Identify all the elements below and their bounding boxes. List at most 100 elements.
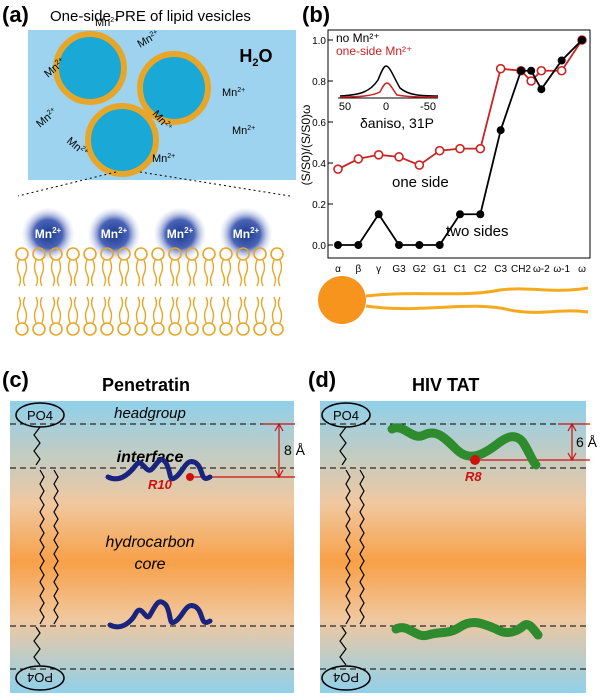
data-point xyxy=(435,241,444,249)
svg-text:Mn2+: Mn2+ xyxy=(233,226,260,241)
data-point xyxy=(434,145,445,156)
data-point xyxy=(395,241,403,249)
svg-text:Mn2+: Mn2+ xyxy=(232,125,255,137)
inset-axis-label: δaniso, 31P xyxy=(360,115,434,131)
residue-label-c: R10 xyxy=(148,477,173,492)
lipid-head xyxy=(151,247,165,261)
lipid-head xyxy=(236,247,250,261)
y-tick-label: 0.2 xyxy=(312,200,326,211)
panel-a-label: (a) xyxy=(2,2,29,27)
phosphate-top-d: PO4 xyxy=(333,408,359,423)
lipid-head xyxy=(134,322,148,336)
lipid-head xyxy=(134,247,148,261)
lipid-head xyxy=(185,247,199,261)
data-point xyxy=(517,66,525,75)
panel-a: (a) One-side PRE of lipid vesicles H2O M… xyxy=(0,0,300,336)
label-one-side: one side xyxy=(392,174,449,191)
data-point xyxy=(557,56,566,65)
headgroup-label: headgroup xyxy=(114,405,186,422)
lipid-head xyxy=(100,322,114,336)
inset-tick-0: 0 xyxy=(383,101,389,113)
inset-tick-neg50: -50 xyxy=(420,101,436,113)
data-point xyxy=(476,210,485,219)
lipid-head xyxy=(236,322,250,336)
panel-d-figure: PO4 PO4 6 Å R8 xyxy=(320,401,598,693)
panel-d-title: HIV TAT xyxy=(412,375,480,395)
chart-frame xyxy=(327,29,591,259)
interface-label: interface xyxy=(117,449,184,466)
svg-text:Mn2+: Mn2+ xyxy=(222,87,245,99)
vesicle-1 xyxy=(53,31,127,105)
x-tick-label: α xyxy=(335,264,341,275)
lipid-bilayer xyxy=(15,247,284,336)
x-tick-label: ω-1 xyxy=(553,264,570,275)
core-label-1: hydrocarbon xyxy=(106,534,195,551)
data-point xyxy=(496,126,505,135)
x-tick-label: C3 xyxy=(494,264,507,275)
inset-spectrum-black xyxy=(339,65,439,97)
data-point xyxy=(456,210,464,219)
data-point xyxy=(537,85,546,94)
panel-a-figure: H2O Mn2+ Mn2+ Mn2+ Mn2+ Mn2+ Mn2+ Mn2+ M… xyxy=(15,17,296,336)
penetratin-bottom xyxy=(107,599,213,630)
lipid-head xyxy=(100,247,114,261)
data-point xyxy=(394,152,404,162)
penetratin-top xyxy=(105,457,213,482)
lipid-head xyxy=(202,322,216,336)
label-two-sides: two sides xyxy=(446,223,509,240)
data-point xyxy=(353,154,364,164)
y-tick-label: 0.6 xyxy=(312,118,326,129)
y-tick-label: 0.4 xyxy=(312,159,326,170)
x-tick-label: β xyxy=(355,264,361,275)
data-point xyxy=(415,241,424,249)
y-axis-label: (S/S0)/(S/S0)ω xyxy=(299,105,313,186)
lipid-head xyxy=(117,322,131,336)
data-point xyxy=(526,76,536,86)
y-tick-label: 0.8 xyxy=(312,77,326,88)
lipid-head xyxy=(66,247,80,261)
phosphate-top-c: PO4 xyxy=(27,408,53,423)
inset-tick-50: 50 xyxy=(339,101,351,113)
lipid-head xyxy=(32,322,46,336)
panel-c: (c) Penetratin PO4 PO4 xyxy=(0,365,306,697)
lipid-head xyxy=(185,322,199,336)
distance-label-c: 8 Å xyxy=(284,442,306,458)
data-point xyxy=(373,150,384,160)
distance-label-d: 6 Å xyxy=(576,434,598,450)
svg-text:Mn2+: Mn2+ xyxy=(35,226,62,241)
r10-marker xyxy=(186,473,194,481)
data-point xyxy=(354,241,363,249)
x-tick-label: C1 xyxy=(454,264,467,275)
panel-b: (b) (S/S0)/(S/S0)ω 0.0 0.2 0.4 0.6 0.8 1.0 α β… xyxy=(299,0,600,335)
data-point xyxy=(334,241,342,249)
solvent-label: H2O xyxy=(239,46,272,69)
data-point xyxy=(475,143,486,154)
surface-mn-ions xyxy=(22,208,272,260)
data-point xyxy=(414,160,425,170)
y-tick-label: 0.0 xyxy=(312,241,326,252)
residue-label-d: R8 xyxy=(465,469,482,484)
lipid-head xyxy=(15,322,29,336)
panel-b-label: (b) xyxy=(302,2,331,27)
core-label-2: core xyxy=(134,556,165,573)
x-tick-label: C2 xyxy=(474,264,487,275)
panel-d-label: (d) xyxy=(308,367,337,392)
lipid-head xyxy=(168,322,182,336)
svg-text:Mn2+: Mn2+ xyxy=(152,153,175,165)
lipid-head xyxy=(83,247,97,261)
lipid-head xyxy=(151,322,165,336)
data-point xyxy=(374,210,383,219)
phosphate-bottom-d: PO4 xyxy=(333,670,359,685)
inset-spectrum-red xyxy=(339,82,439,98)
x-tick-label: CH2 xyxy=(511,264,531,275)
lipid-head xyxy=(66,322,80,336)
data-point xyxy=(333,164,343,174)
r8-marker xyxy=(470,455,480,465)
lipid-head xyxy=(49,322,63,336)
lipid-head xyxy=(253,247,267,261)
y-tick-label: 1.0 xyxy=(312,36,326,47)
lipid-head xyxy=(117,247,131,261)
data-point xyxy=(527,66,536,75)
lipid-head xyxy=(32,247,46,261)
lipid-head xyxy=(270,247,284,261)
